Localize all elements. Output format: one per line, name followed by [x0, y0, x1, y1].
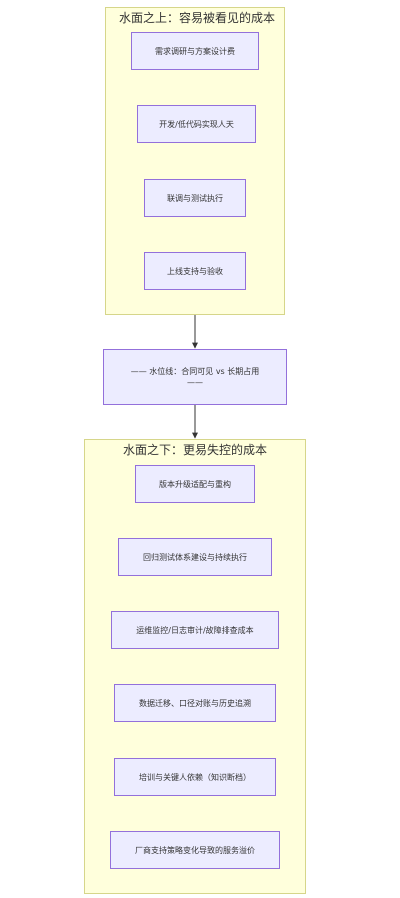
node-ops-monitoring: 运维监控/日志审计/故障排查成本: [111, 611, 279, 649]
below-water-title: 水面之下：更易失控的成本: [122, 443, 267, 457]
node-requirements-design: 需求调研与方案设计费: [131, 32, 259, 70]
above-water-title: 水面之上：容易被看见的成本: [118, 11, 275, 25]
waterline-node: —— 水位线：合同可见 vs 长期占用 ——: [103, 349, 287, 405]
below-water-cluster: 水面之下：更易失控的成本: [84, 439, 306, 894]
node-launch-acceptance: 上线支持与验收: [144, 252, 246, 290]
node-version-upgrade: 版本升级适配与重构: [135, 465, 255, 503]
node-data-migration: 数据迁移、口径对账与历史追溯: [114, 684, 276, 722]
node-regression-testing: 回归测试体系建设与持续执行: [118, 538, 272, 576]
node-integration-testing: 联调与测试执行: [144, 179, 246, 217]
node-training-dependency: 培训与关键人依赖（知识断档）: [114, 758, 276, 796]
node-dev-lowcode: 开发/低代码实现人天: [137, 105, 256, 143]
node-vendor-premium: 厂商支持策略变化导致的服务溢价: [110, 831, 280, 869]
